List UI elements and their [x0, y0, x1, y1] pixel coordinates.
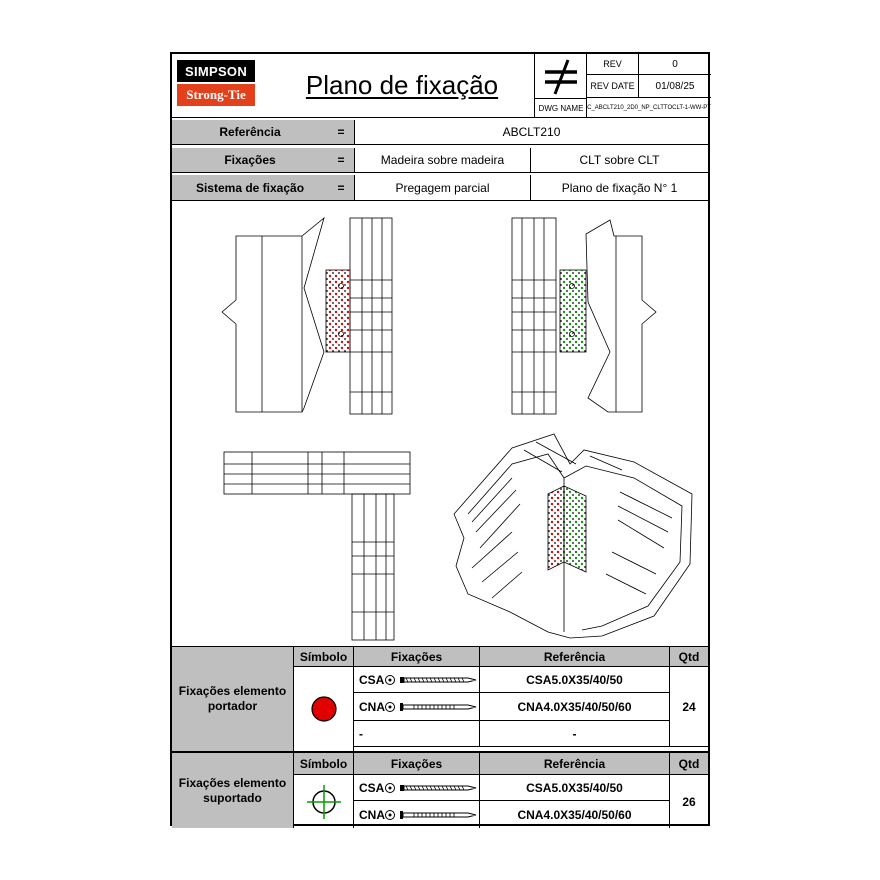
equals-sign: = — [328, 148, 354, 173]
fastener-ref: CSA5.0X35/40/50 — [480, 775, 670, 801]
referencia-value: ABCLT210 — [354, 120, 708, 145]
fastener-ref: CSA5.0X35/40/50 — [480, 667, 670, 693]
header-qtd: Qtd — [670, 753, 708, 775]
sistema-label: Sistema de fixação — [172, 175, 328, 201]
rev-value: 0 — [639, 54, 711, 75]
view-isometric — [453, 433, 693, 639]
symbol-cell — [294, 667, 354, 751]
equals-sign: = — [328, 120, 354, 145]
equals-sign: = — [328, 175, 354, 201]
not-equal-symbol-cell: DWG NAME — [535, 54, 587, 117]
green-crosshair-icon — [306, 784, 341, 819]
fastener-type: CNA — [359, 808, 385, 822]
fixacoes-value-1: Madeira sobre madeira — [354, 148, 530, 173]
sistema-value-1: Pregagem parcial — [354, 175, 530, 201]
qtd-value: 24 — [670, 667, 708, 747]
rev-date-value: 01/08/25 — [639, 75, 711, 98]
nail-icon — [385, 702, 477, 712]
referencia-label: Referência — [172, 120, 328, 145]
view-front-left — [221, 216, 393, 415]
view-plan — [223, 451, 411, 641]
not-equal-icon — [545, 59, 577, 95]
header-referencia: Referência — [480, 647, 670, 667]
fixacoes-label: Fixações — [172, 148, 328, 173]
fastener-row: CSA — [354, 667, 480, 693]
qtd-value: 26 — [682, 794, 696, 809]
revision-block: DWG NAME REV 0 REV DATE 01/08/25 C_ABCLT… — [534, 54, 711, 117]
page-title: Plano de fixação — [305, 69, 499, 100]
fastener-ref: CNA4.0X35/40/50/60 — [480, 693, 670, 721]
view-front-right — [511, 217, 657, 415]
fastener-type: CSA — [359, 781, 385, 795]
fastener-row: CNA — [354, 801, 480, 828]
header-simbolo: Símbolo — [294, 647, 354, 667]
screw-icon — [385, 675, 477, 685]
header-qtd: Qtd — [670, 647, 708, 667]
logo-strong-tie: Strong-Tie — [177, 84, 255, 106]
technical-drawing — [221, 216, 693, 641]
red-filled-circle-icon — [310, 696, 337, 722]
fastener-type: - — [359, 727, 363, 741]
header-referencia: Referência — [480, 753, 670, 775]
symbol-cell — [294, 775, 354, 828]
dwg-name-value: C_ABCLT210_2D0_NP_CLTTOCLT-1-WW-PT — [587, 104, 711, 111]
rev-label: REV — [587, 54, 639, 75]
info-table: Referência Fixações Sistema de fixação =… — [172, 117, 708, 202]
drawing-sheet: SIMPSON Strong-Tie Plano de fixação DWG … — [170, 52, 711, 828]
fastener-type: CNA — [359, 700, 385, 714]
sistema-value-2: Plano de fixação N° 1 — [530, 175, 708, 201]
fastener-type: CSA — [359, 673, 385, 687]
fastener-row: CSA — [354, 775, 480, 801]
fixacoes-value-2: CLT sobre CLT — [530, 148, 708, 173]
screw-icon — [385, 783, 477, 793]
fastener-row: - — [354, 721, 480, 747]
header-fixacoes: Fixações — [354, 753, 480, 775]
header-fixacoes: Fixações — [354, 647, 480, 667]
fastener-row: CNA — [354, 693, 480, 721]
rev-date-label: REV DATE — [587, 75, 639, 98]
fixacoes-portador-table: Fixações elemento portador Símbolo Fixaç… — [172, 646, 708, 751]
fastener-ref: CNA4.0X35/40/50/60 — [480, 801, 670, 828]
group-label-portador: Fixações elemento portador — [172, 647, 294, 751]
group-label-suportado: Fixações elemento suportado — [172, 753, 294, 828]
header-simbolo: Símbolo — [294, 753, 354, 775]
fixacoes-suportado-table: Fixações elemento suportado Símbolo Fixa… — [172, 751, 708, 828]
nail-icon — [385, 810, 477, 820]
fastener-ref: - — [480, 721, 670, 747]
dwg-name-label: DWG NAME — [535, 98, 587, 117]
logo-simpson: SIMPSON — [177, 60, 255, 82]
